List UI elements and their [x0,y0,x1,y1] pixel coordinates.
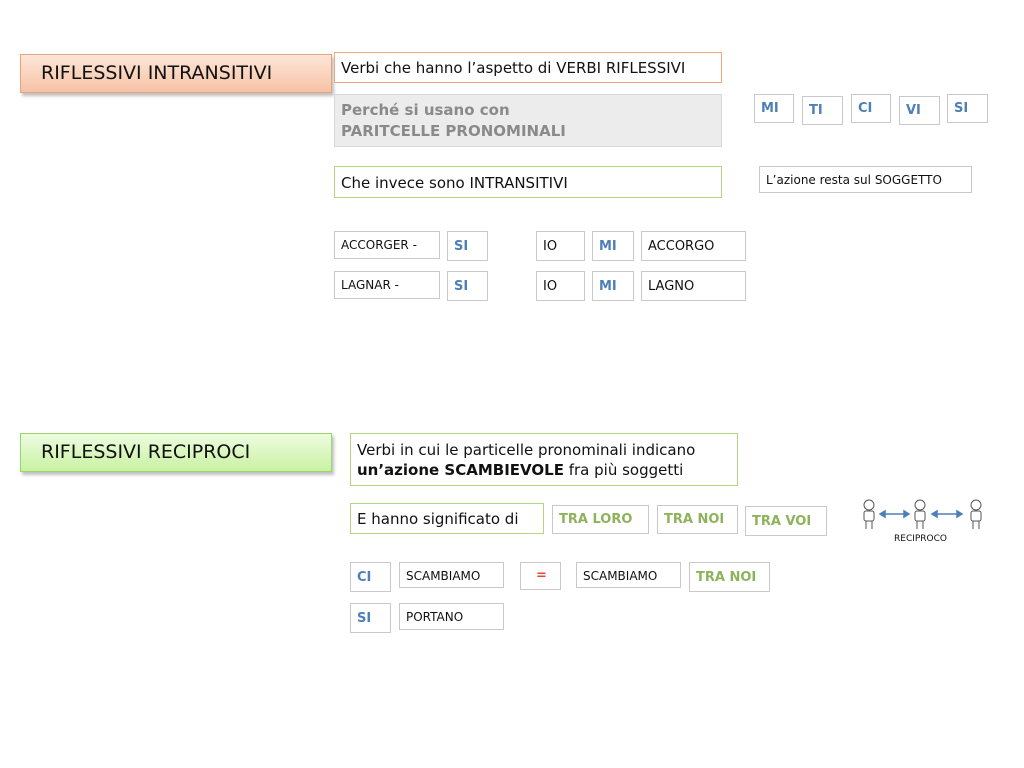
example-subject-box: IO [536,231,585,261]
pronoun-ci: CI [858,101,873,116]
meaning-tra-voi: TRA VOI [752,514,812,529]
reason-line-1: Perché si usano con [341,101,510,119]
equals-box: = [520,562,561,590]
example-result: ACCORGO [648,239,715,254]
note-box: L’azione resta sul SOGGETTO [759,166,972,193]
example-subject: IO [543,239,558,254]
meaning-tra-noi: TRA NOI [664,512,725,527]
pronoun-ti: TI [809,103,823,118]
meaning-box-tra-noi: TRA NOI [657,505,738,534]
double-arrow-icon [930,509,964,519]
example-verb-box: LAGNAR - [334,271,440,299]
example-particle: SI [454,279,469,294]
reciprocal-verb: SCAMBIAMO [406,569,481,583]
example-verb: LAGNAR - [341,278,399,292]
person-icon [970,499,982,529]
reciprocal-definition-line-2: un’azione SCAMBIEVOLE fra più soggetti [357,461,683,479]
example-result-box: ACCORGO [641,231,746,261]
example-subject: IO [543,279,558,294]
person-icon [863,499,875,529]
note-text: L’azione resta sul SOGGETTO [766,173,942,187]
meaning-box-tra-loro: TRA LORO [552,505,649,534]
meaning-label-box: E hanno significato di [350,503,544,534]
title-riflessivi-reciproci: RIFLESSIVI RECIPROCI [20,433,332,472]
reciproco-label: RECIPROCO [894,534,948,544]
reciprocal-verb-box: SCAMBIAMO [399,562,504,588]
example-result: LAGNO [648,279,695,294]
reciprocal-definition-bold: un’azione SCAMBIEVOLE [357,461,564,479]
reciprocal-meaning: TRA NOI [696,570,757,585]
reciprocal-definition-rest: fra più soggetti [563,461,684,479]
example-verb-box: ACCORGER - [334,231,440,259]
reciprocal-verb-box-2: SCAMBIAMO [576,562,681,588]
pronoun-vi: VI [906,103,921,118]
definition-box: Verbi che hanno l’aspetto di VERBI RIFLE… [334,52,722,83]
pronoun-box-vi: VI [899,96,940,125]
pronoun-box-mi: MI [754,94,794,123]
pronoun-box-ti: TI [802,96,843,125]
reciprocal-particle-ci: CI [357,570,372,585]
example-result-box: LAGNO [641,271,746,301]
reason-box: Perché si usano con PARITCELLE PRONOMINA… [334,94,722,147]
example-pronoun-box: MI [592,271,634,301]
example-pronoun: MI [599,239,617,254]
title-riflessivi-intransitivi: RIFLESSIVI INTRANSITIVI [20,54,332,93]
example-subject-box: IO [536,271,585,301]
example-particle: SI [454,239,469,254]
reciprocal-verb-box: PORTANO [399,603,504,630]
pronoun-si: SI [954,101,969,116]
double-arrow-icon [878,509,911,519]
reciprocal-verb-2: SCAMBIAMO [583,569,658,583]
example-verb: ACCORGER - [341,238,417,252]
reciprocal-particle-si: SI [357,611,372,626]
reason-line-2: PARITCELLE PRONOMINALI [341,122,566,140]
reciprocal-meaning-box: TRA NOI [689,562,770,592]
pronoun-box-si: SI [947,94,988,123]
pronoun-mi: MI [761,101,779,116]
example-pronoun-box: MI [592,231,634,261]
pronoun-box-ci: CI [851,94,891,123]
person-icon [914,499,926,529]
reciprocal-verb-portano: PORTANO [406,610,464,624]
reciprocal-definition-box: Verbi in cui le particelle pronominali i… [350,433,738,486]
reciprocal-definition-line-1: Verbi in cui le particelle pronominali i… [357,441,696,459]
example-particle-box: SI [447,271,488,301]
equals-sign: = [536,568,547,583]
reciprocal-particle-box: SI [350,603,391,633]
reciprocal-particle-box: CI [350,562,391,592]
reciprocal-diagram [863,499,982,529]
definition-text: Verbi che hanno l’aspetto di VERBI RIFLE… [341,59,686,77]
meaning-box-tra-voi: TRA VOI [745,506,827,536]
meaning-tra-loro: TRA LORO [559,512,633,527]
example-pronoun: MI [599,279,617,294]
intransitive-box: Che invece sono INTRANSITIVI [334,166,722,198]
intransitive-text: Che invece sono INTRANSITIVI [341,174,568,192]
meaning-label: E hanno significato di [357,510,519,528]
example-particle-box: SI [447,231,488,261]
